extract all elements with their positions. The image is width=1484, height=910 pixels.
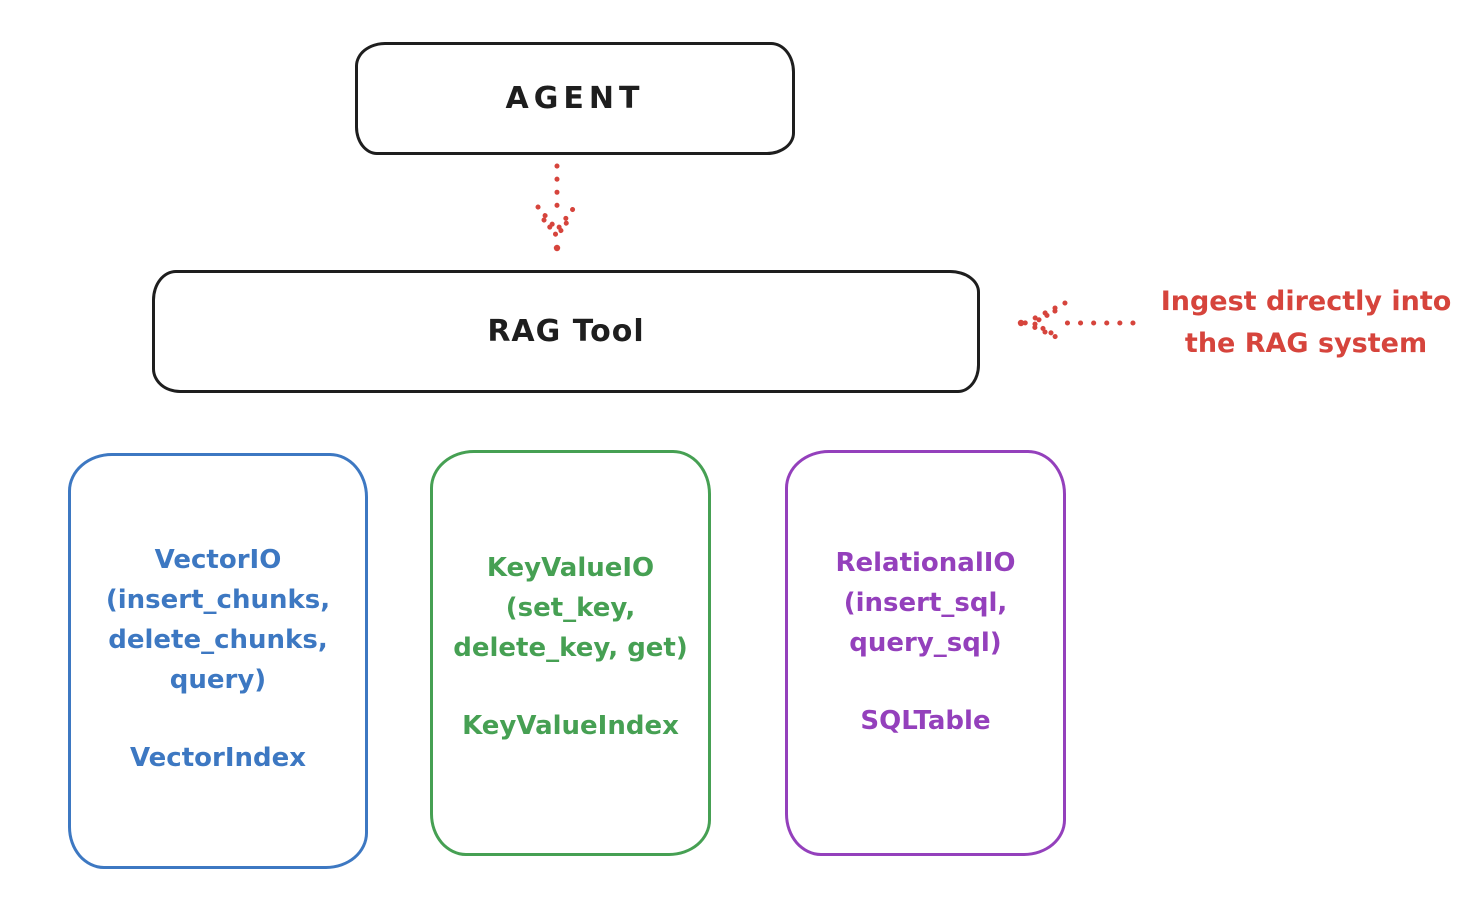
vector-io-box: VectorIO (insert_chunks, delete_chunks, …	[68, 453, 368, 869]
agent-box: AGENT	[355, 42, 795, 155]
vector-io-footer: VectorIndex	[129, 743, 307, 773]
relational-io-line: query_sql)	[849, 628, 1002, 658]
ingest-annotation: Ingest directly into the RAG system	[1138, 281, 1474, 365]
vector-io-line: query)	[169, 665, 267, 695]
keyvalue-io-line: (set_key,	[505, 593, 636, 623]
relational-io-footer: SQLTable	[860, 706, 991, 736]
vector-io-line: delete_chunks,	[108, 625, 328, 655]
vector-io-line: (insert_chunks,	[105, 585, 331, 615]
arrow-left-icon	[1017, 300, 1136, 344]
rag-tool-label: RAG Tool	[487, 314, 645, 349]
keyvalue-io-box: KeyValueIO (set_key, delete_key, get) Ke…	[430, 450, 711, 856]
keyvalue-io-title: KeyValueIO	[486, 553, 655, 583]
arrow-down-icon	[535, 163, 579, 252]
ingest-annotation-line1: Ingest directly into	[1160, 286, 1452, 317]
ingest-annotation-line2: the RAG system	[1184, 328, 1428, 359]
relational-io-line: (insert_sql,	[843, 588, 1008, 618]
agent-label: AGENT	[505, 81, 645, 116]
keyvalue-io-line: delete_key, get)	[453, 633, 688, 663]
relational-io-title: RelationalIO	[835, 548, 1016, 578]
keyvalue-io-footer: KeyValueIndex	[462, 711, 679, 741]
vector-io-title: VectorIO	[154, 545, 282, 575]
relational-io-box: RelationalIO (insert_sql, query_sql) SQL…	[785, 450, 1066, 856]
rag-tool-box: RAG Tool	[152, 270, 980, 393]
